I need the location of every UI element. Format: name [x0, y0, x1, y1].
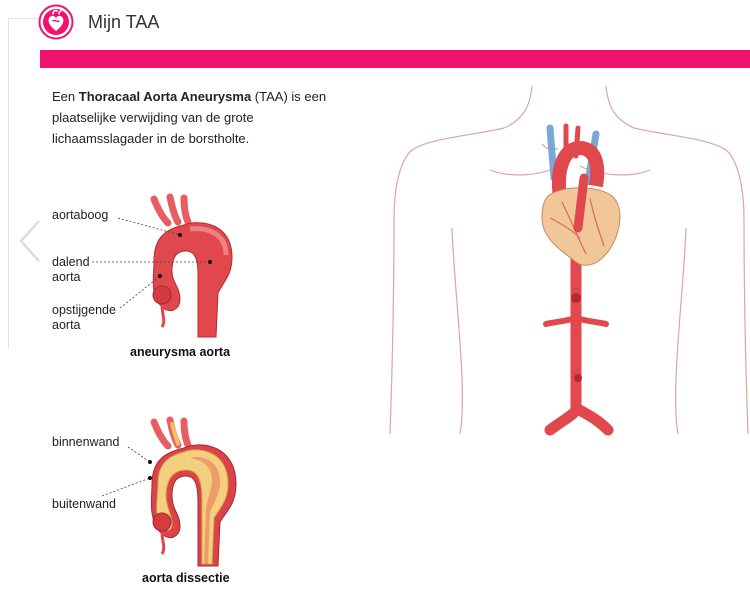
caption-dissectie: aorta dissectie [142, 571, 230, 585]
torso-aorta-illustration [390, 78, 750, 438]
label-buitenwand: buitenwand [52, 497, 116, 512]
label-binnenwand: binnenwand [52, 435, 119, 450]
label-pointers-2 [0, 0, 260, 520]
